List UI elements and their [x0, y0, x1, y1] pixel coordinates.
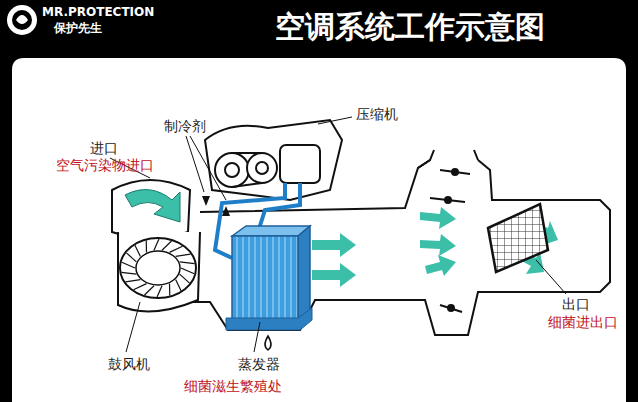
- blower-fan: [120, 238, 196, 298]
- leader-lines: [110, 117, 566, 352]
- warning-label: 空气污染物进口: [56, 157, 154, 173]
- brand-name-cn: 保护先生: [54, 22, 102, 36]
- filter: [488, 204, 548, 272]
- part-label: 鼓风机: [108, 356, 150, 372]
- part-label: 蒸发器: [238, 356, 280, 372]
- part-label: 进口: [90, 140, 118, 156]
- compressor: [205, 120, 342, 200]
- panel: [12, 58, 626, 402]
- warning-label: 细菌进出口: [548, 314, 618, 330]
- warning-label: 细菌滋生繁殖处: [184, 378, 282, 394]
- inflow-arrow: [125, 190, 180, 222]
- brand-name: MR.PROTECTION: [42, 6, 154, 20]
- blower-housing: [118, 232, 200, 311]
- part-label: 压缩机: [356, 106, 398, 122]
- title: 空调系统工作示意图: [275, 10, 545, 45]
- water-drop: [265, 336, 271, 350]
- logo: [7, 5, 37, 35]
- evaporator: [226, 226, 312, 330]
- air-inlet-hood: [112, 180, 190, 239]
- part-label: 出口: [562, 296, 590, 312]
- vent-slats: [430, 169, 470, 312]
- part-label: 制冷剂: [164, 118, 206, 134]
